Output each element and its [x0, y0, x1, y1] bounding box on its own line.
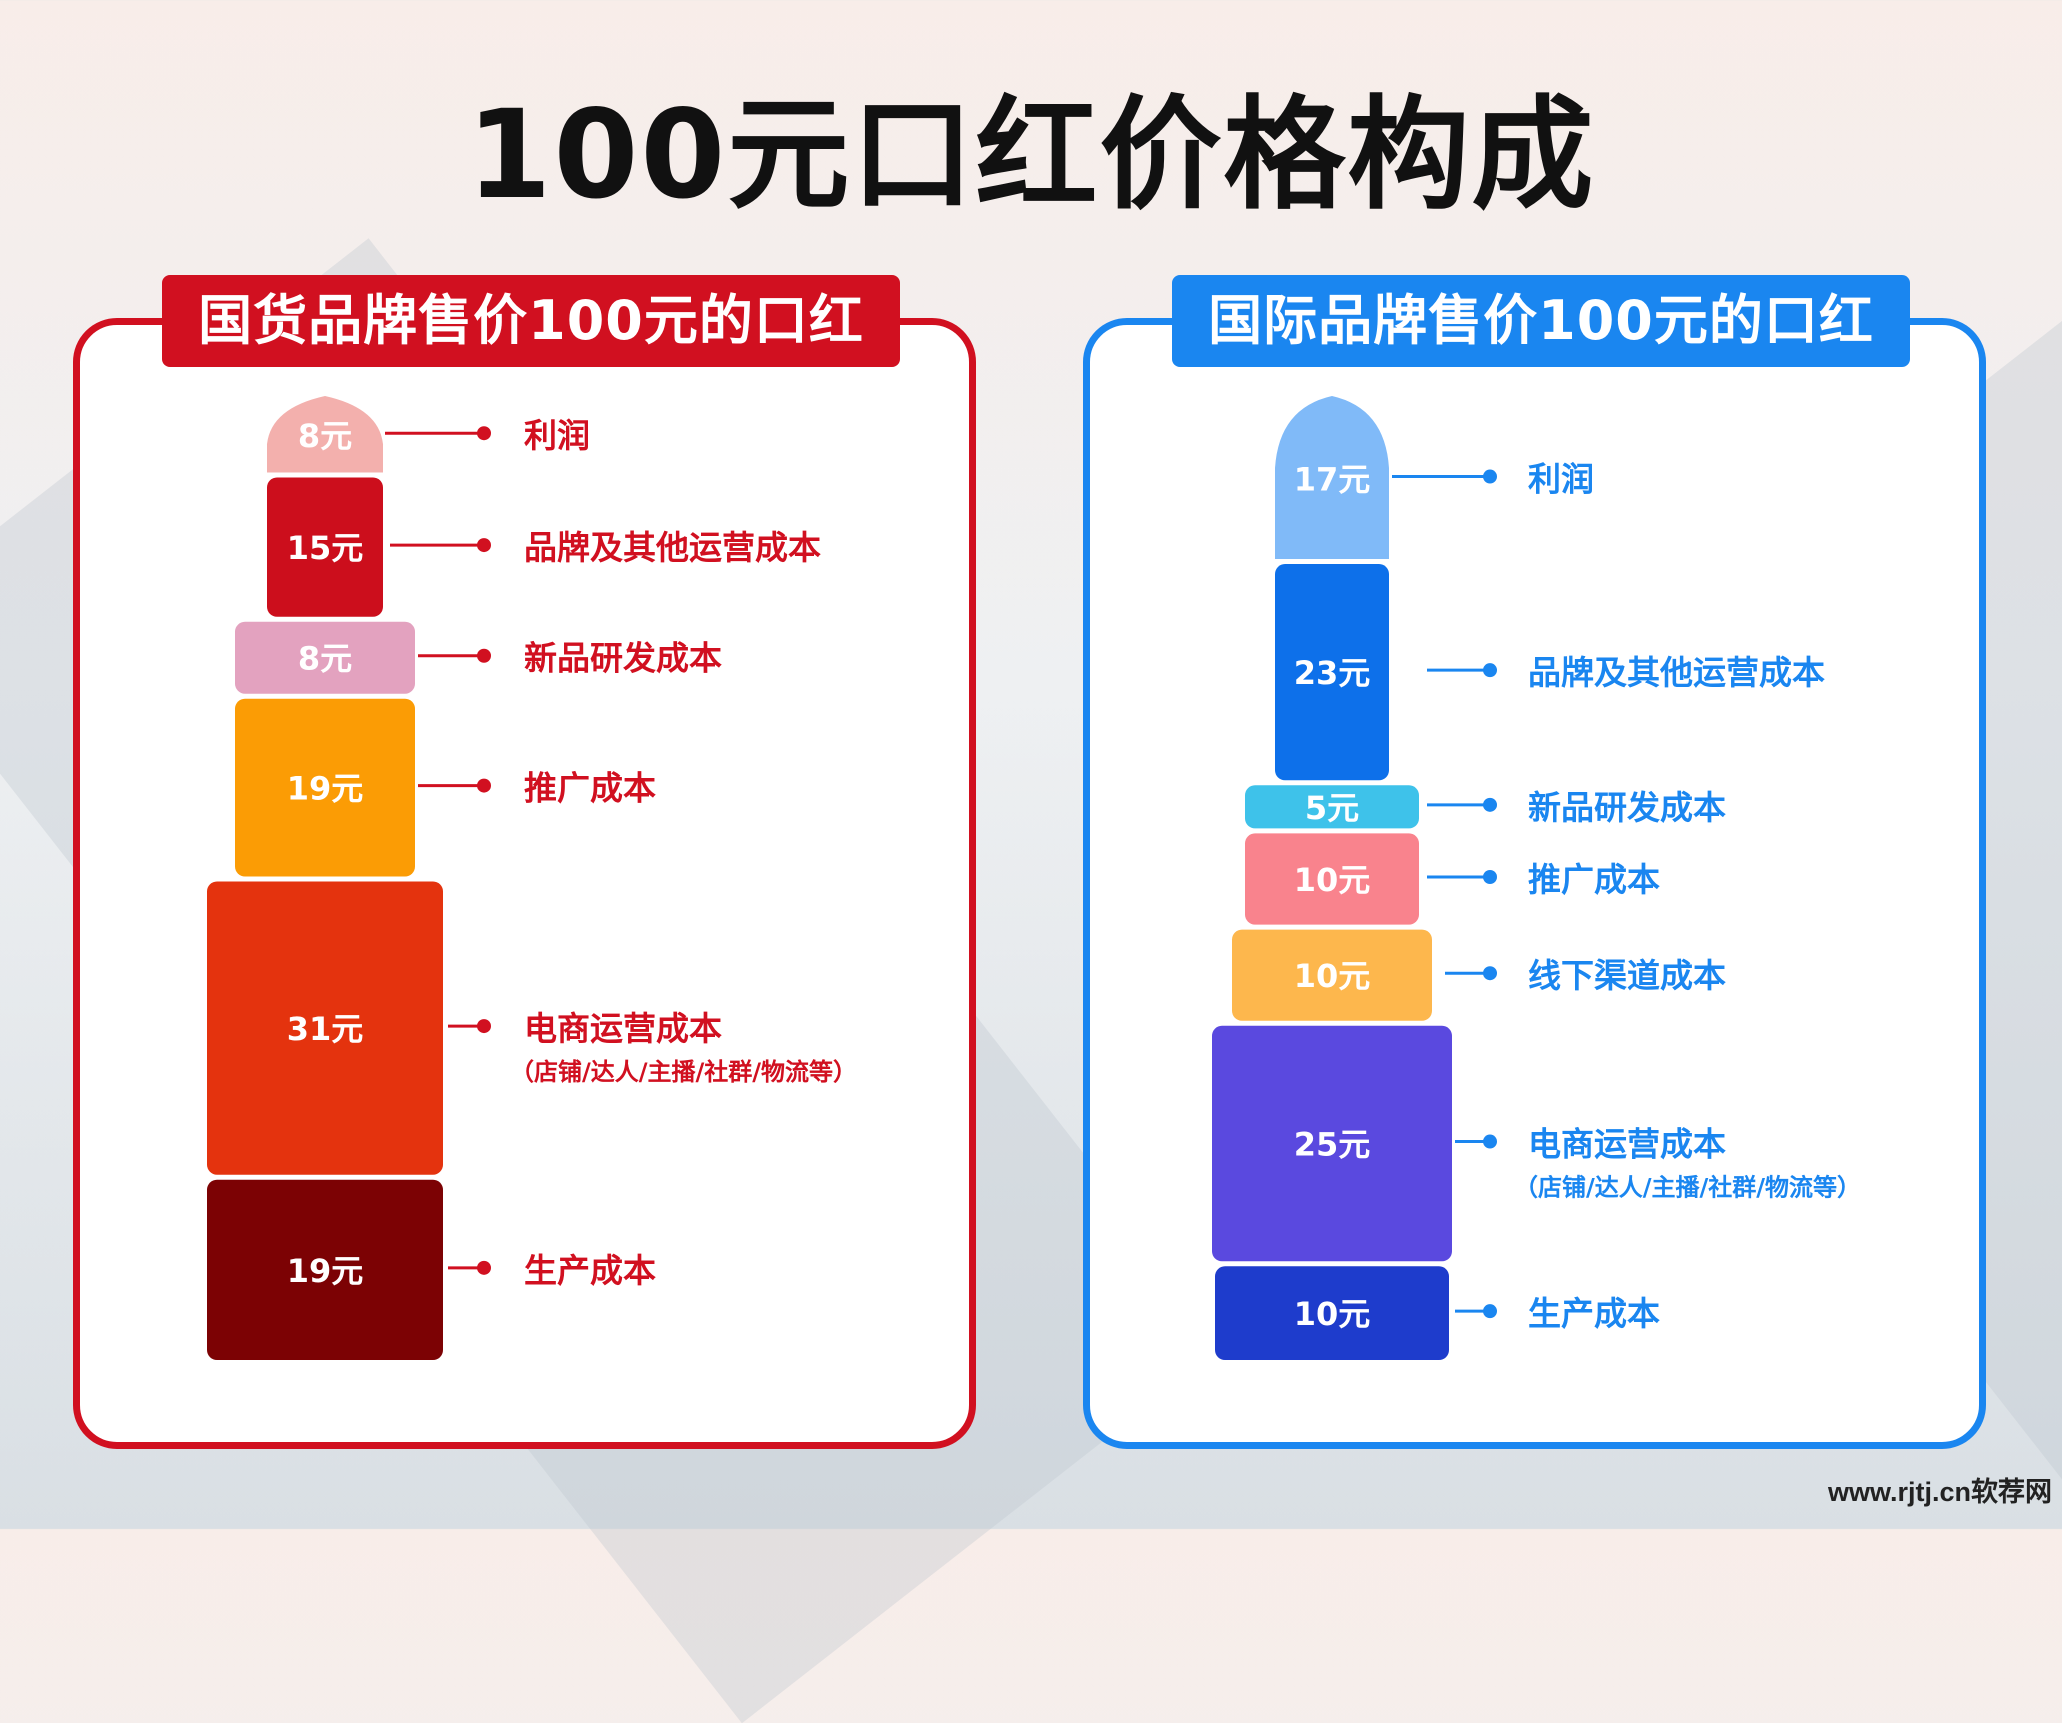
- bar-segment: [207, 881, 443, 1175]
- value-label: 19元: [287, 1252, 364, 1290]
- chart-0: 8元利润15元品牌及其他运营成本8元新品研发成本19元推广成本31元电商运营成本…: [207, 396, 857, 1360]
- bar-segment: [1215, 1266, 1449, 1360]
- leader-dot: [1483, 663, 1497, 678]
- bar-segment: [1275, 564, 1389, 781]
- bar-segment: [1232, 929, 1432, 1021]
- bar-segment: [235, 698, 415, 877]
- bar-segment: [1275, 396, 1389, 560]
- leader-dot: [477, 538, 491, 553]
- category-label: 推广成本: [1528, 860, 1660, 899]
- leader-dot: [477, 1019, 491, 1034]
- leader-dot: [1483, 966, 1497, 981]
- leader-dot: [477, 778, 491, 793]
- bar-segment: [267, 477, 383, 617]
- value-label: 10元: [1294, 1295, 1371, 1333]
- leader-dot: [1483, 797, 1497, 812]
- leader-dot: [1483, 469, 1497, 484]
- category-label: 推广成本: [524, 769, 656, 808]
- category-label: 电商运营成本: [524, 1009, 722, 1048]
- category-label: 利润: [1528, 460, 1594, 499]
- value-label: 8元: [298, 640, 352, 678]
- international-panel-title: 国际品牌售价100元的口红: [1172, 275, 1910, 367]
- category-label: 生产成本: [1528, 1294, 1660, 1333]
- category-label: 新品研发成本: [524, 639, 722, 678]
- leader-dot: [1483, 870, 1497, 884]
- value-label: 5元: [1305, 789, 1359, 827]
- page-title: 100元口红价格构成: [466, 84, 1596, 226]
- lipstick-price-chart: 8元利润15元品牌及其他运营成本8元新品研发成本19元推广成本31元电商运营成本…: [207, 396, 1861, 1360]
- value-label: 10元: [1294, 861, 1371, 899]
- value-label: 19元: [287, 770, 364, 808]
- category-sublabel: （店铺/达人/主播/社群/物流等）: [1514, 1174, 1861, 1202]
- watermark: www.rjtj.cn软荐网: [1827, 1477, 2052, 1507]
- value-label: 17元: [1294, 461, 1371, 499]
- leader-dot: [1483, 1304, 1497, 1319]
- bar-segment: [267, 396, 383, 473]
- category-label: 品牌及其他运营成本: [1528, 653, 1825, 692]
- category-sublabel: （店铺/达人/主播/社群/物流等）: [510, 1058, 857, 1086]
- leader-dot: [477, 648, 491, 663]
- domestic-panel-title: 国货品牌售价100元的口红: [162, 275, 900, 367]
- value-label: 15元: [287, 529, 364, 567]
- leader-dot: [1483, 1134, 1497, 1149]
- category-label: 电商运营成本: [1528, 1125, 1726, 1164]
- leader-dot: [477, 426, 491, 441]
- bar-segment: [1245, 833, 1419, 925]
- chart-1: 17元利润23元品牌及其他运营成本5元新品研发成本10元推广成本10元线下渠道成…: [1212, 396, 1861, 1360]
- category-label: 新品研发成本: [1528, 788, 1726, 827]
- leader-dot: [477, 1260, 491, 1275]
- bar-segment: [207, 1179, 443, 1360]
- category-label: 线下渠道成本: [1528, 956, 1726, 995]
- value-label: 10元: [1294, 957, 1371, 995]
- value-label: 31元: [287, 1010, 364, 1048]
- value-label: 8元: [298, 417, 352, 455]
- value-label: 23元: [1294, 654, 1371, 692]
- value-label: 25元: [1294, 1126, 1371, 1164]
- bar-segment: [235, 621, 415, 694]
- bar-segment: [1245, 785, 1419, 829]
- category-label: 品牌及其他运营成本: [524, 528, 821, 567]
- bar-segment: [1212, 1025, 1452, 1262]
- category-label: 生产成本: [524, 1251, 656, 1290]
- category-label: 利润: [524, 416, 590, 455]
